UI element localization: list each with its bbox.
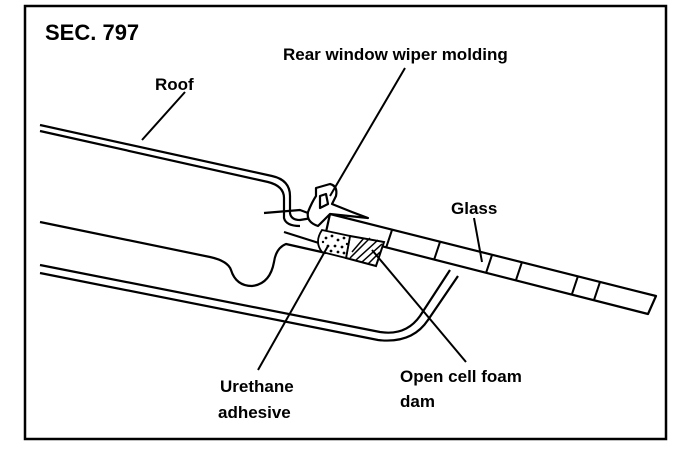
foam-label-line2: dam [400,392,435,411]
inner-panel [39,208,327,288]
molding-label: Rear window wiper molding [283,45,508,64]
foam-dam [344,234,386,268]
urethane-label-line2: adhesive [218,403,291,422]
urethane-leader [257,245,329,371]
foam-leader [371,249,467,363]
roof-leader [141,91,186,141]
glass-panel [324,212,658,316]
headliner-trim [39,263,459,342]
roof-panel [39,123,313,228]
molding-leader [329,67,406,197]
glass-leader [473,217,483,263]
diagram-border [23,4,668,441]
section-label: SEC. 797 [45,20,139,45]
foam-label-line1: Open cell foam [400,367,522,386]
roof-label: Roof [155,75,194,94]
glass-label: Glass [451,199,497,218]
leader-lines [141,67,483,371]
urethane-label-line1: Urethane [220,377,294,396]
